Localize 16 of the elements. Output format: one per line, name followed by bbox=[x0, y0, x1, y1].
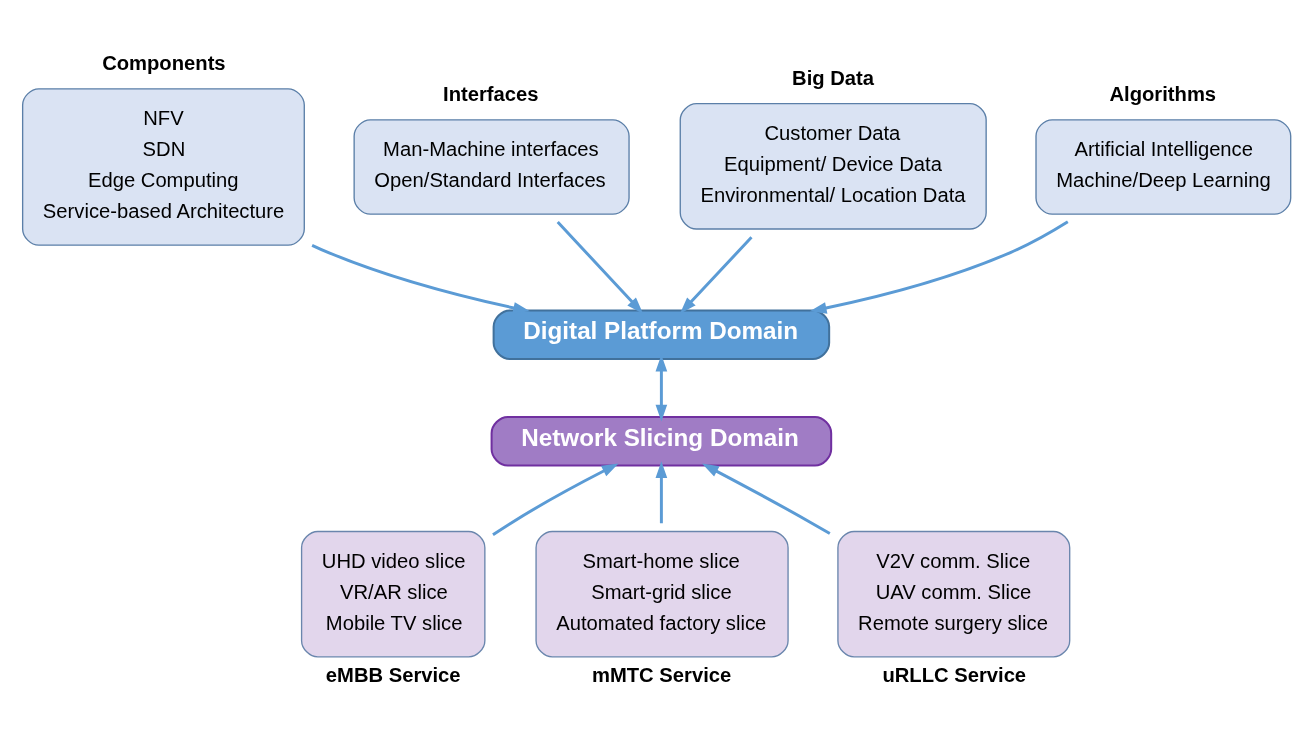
arrow bbox=[655, 460, 668, 523]
node-label: eMBB Service bbox=[325, 663, 461, 686]
node-label: Interfaces bbox=[443, 82, 539, 105]
node-label: Algorithms bbox=[1109, 82, 1217, 105]
node-label: Components bbox=[102, 51, 226, 74]
arrow bbox=[556, 220, 644, 314]
node-label: uRLLC Service bbox=[882, 663, 1027, 686]
node-label: Big Data bbox=[792, 66, 875, 89]
arrow bbox=[702, 463, 831, 535]
arrow bbox=[679, 235, 753, 314]
node-box: Network Slicing Domain bbox=[490, 415, 833, 466]
node-label: mMTC Service bbox=[591, 663, 732, 686]
arrow bbox=[492, 462, 619, 536]
arrow bbox=[809, 219, 1069, 314]
node-box: Digital Platform Domain bbox=[492, 309, 831, 360]
arrow bbox=[311, 243, 530, 314]
